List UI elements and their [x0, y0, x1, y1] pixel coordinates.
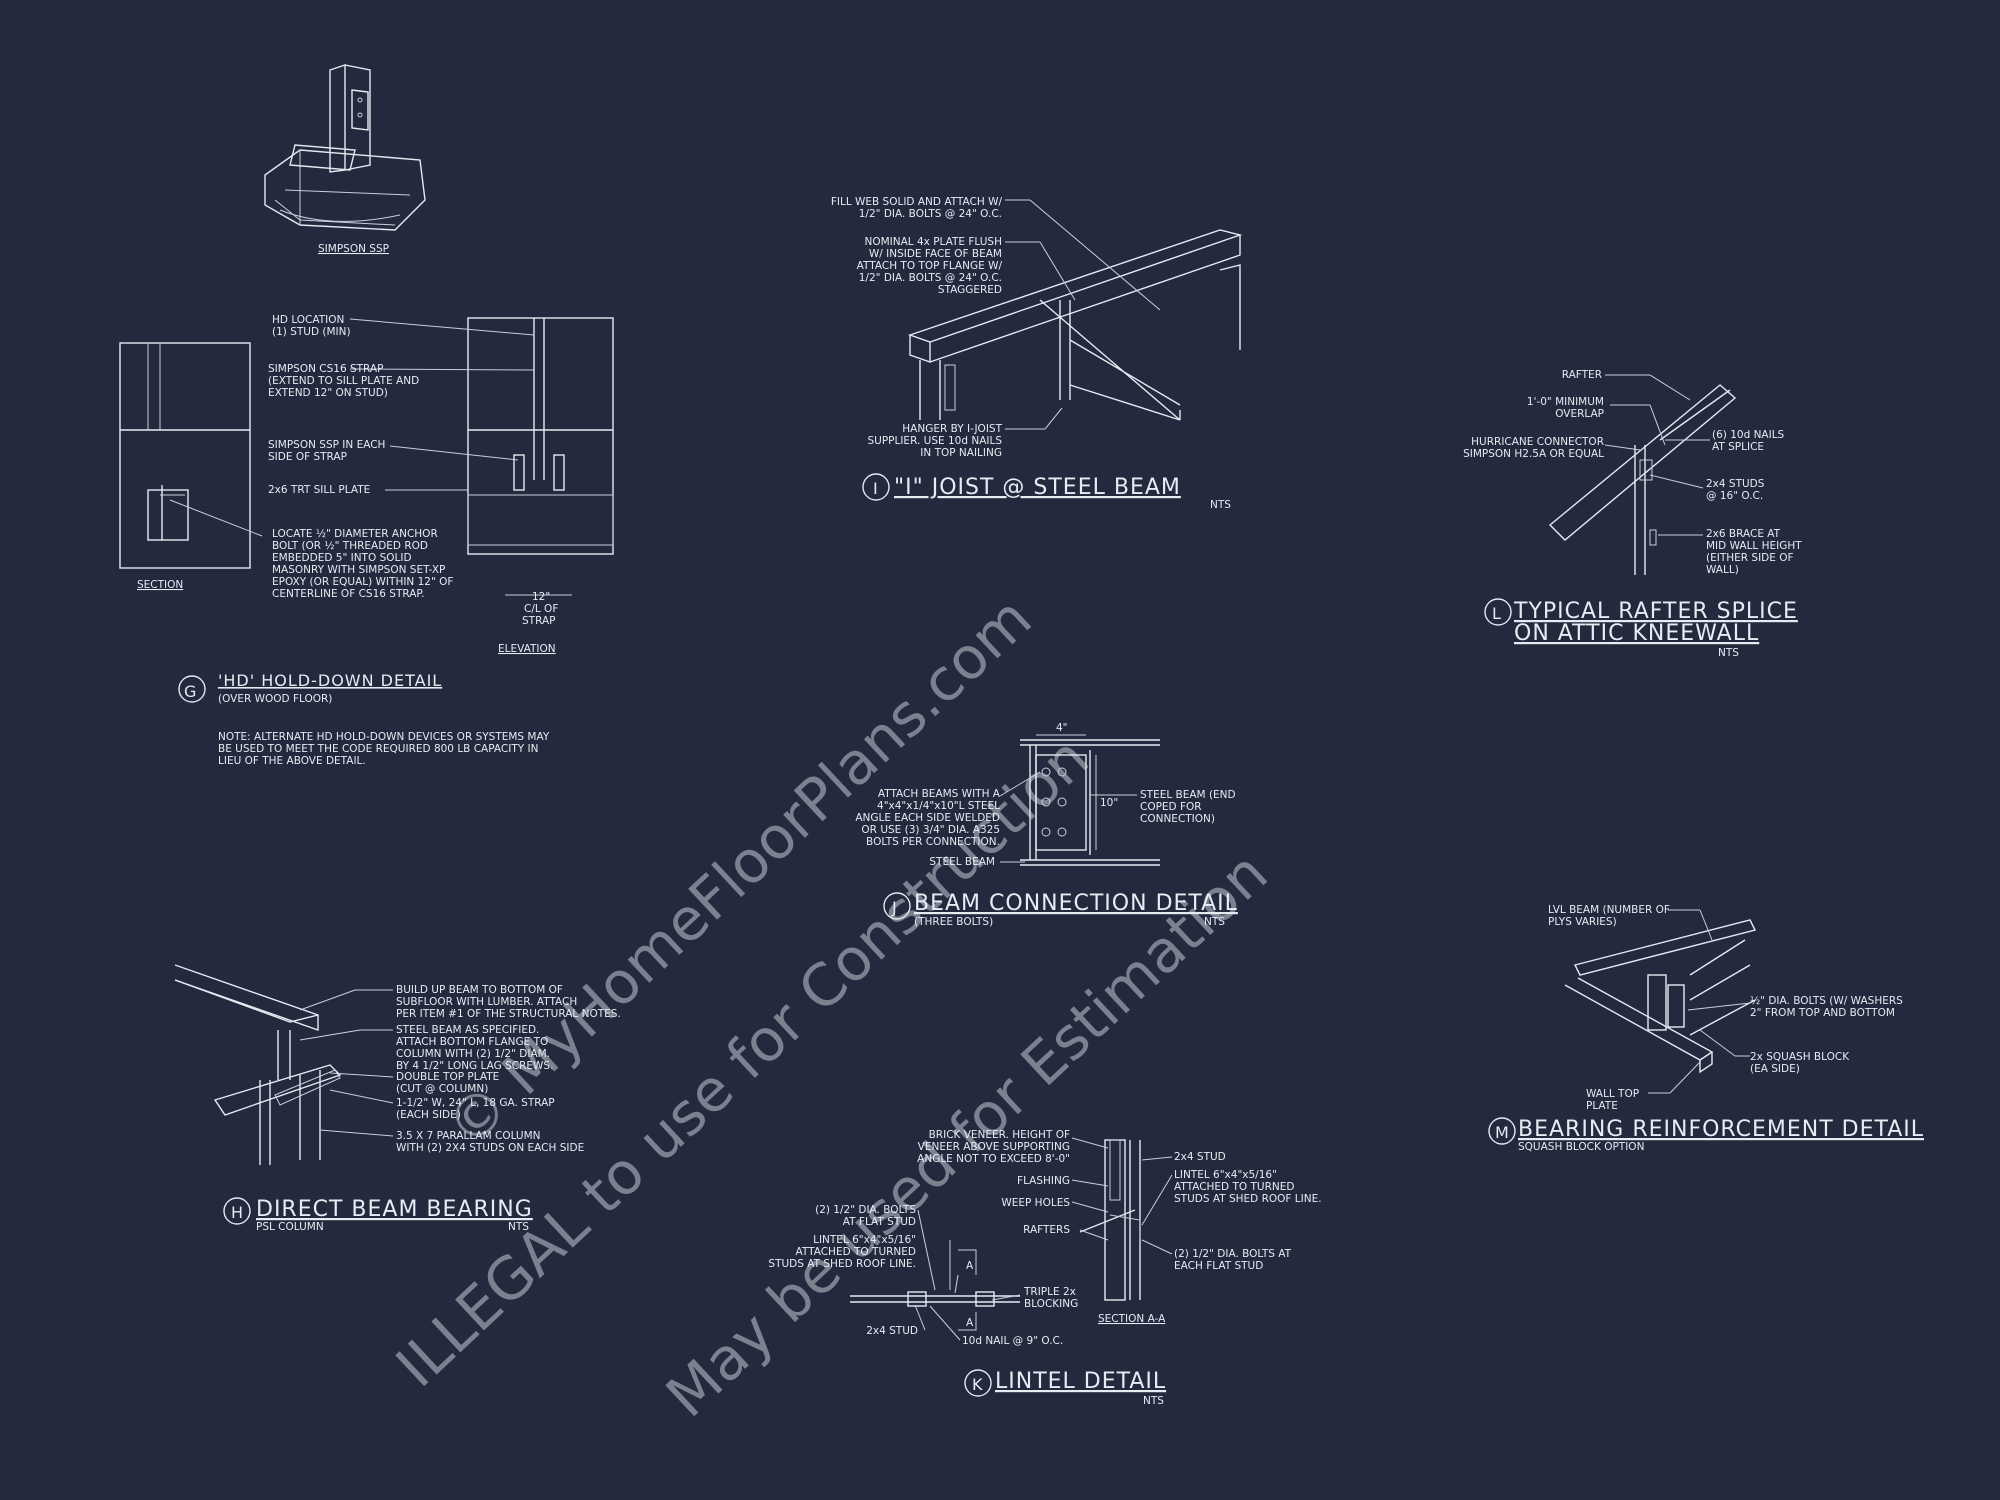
simpson-ssp-sketch: SIMPSON SSP [264, 64, 426, 255]
detail-g-dim-3: STRAP [522, 615, 555, 627]
detail-k-nts: NTS [1143, 1395, 1164, 1407]
detail-j-title: BEAM CONNECTION DETAIL [914, 891, 1238, 916]
detail-k-callout-5: 2x4 STUD [1174, 1151, 1226, 1163]
detail-k-bubble: K [972, 1375, 984, 1394]
detail-h-callout-2: STEEL BEAM AS SPECIFIED.ATTACH BOTTOM FL… [396, 1024, 553, 1072]
detail-l-nts: NTS [1718, 647, 1739, 659]
detail-j-dim-top: 4" [1056, 722, 1068, 734]
detail-j-nts: NTS [1204, 916, 1225, 928]
detail-k-callout-11: 2x4 STUD [866, 1325, 918, 1337]
detail-i-callout-1: FILL WEB SOLID AND ATTACH W/1/2" DIA. BO… [831, 196, 1003, 220]
detail-m-subtitle: SQUASH BLOCK OPTION [1518, 1141, 1644, 1153]
detail-j-bubble: J [891, 898, 898, 917]
detail-g-callout-1: HD LOCATION(1) STUD (MIN) [272, 314, 351, 338]
detail-h-title: DIRECT BEAM BEARING [256, 1197, 533, 1222]
detail-m-title: BEARING REINFORCEMENT DETAIL [1518, 1117, 1924, 1142]
detail-g-note: NOTE: ALTERNATE HD HOLD-DOWN DEVICES OR … [218, 731, 550, 767]
detail-j-callout-3: STEEL BEAM [929, 856, 995, 868]
detail-l-callout-1: RAFTER [1562, 369, 1602, 381]
detail-h-subtitle: PSL COLUMN [256, 1221, 324, 1233]
detail-l-title-2: ON ATTIC KNEEWALL [1514, 621, 1759, 646]
detail-g-bubble: G [184, 682, 197, 701]
detail-l-title-1: TYPICAL RAFTER SPLICE [1513, 599, 1798, 624]
simpson-ssp-caption: SIMPSON SSP [318, 243, 389, 255]
detail-i: FILL WEB SOLID AND ATTACH W/1/2" DIA. BO… [831, 196, 1243, 511]
detail-k-callout-2: FLASHING [1017, 1175, 1070, 1187]
detail-g-dim-2: C/L OF [524, 603, 558, 615]
detail-g-subtitle: (OVER WOOD FLOOR) [218, 693, 332, 705]
detail-g-callout-4: 2x6 TRT SILL PLATE [268, 484, 370, 496]
detail-m-bubble: M [1495, 1123, 1510, 1142]
detail-g-callout-2: SIMPSON CS16 STRAP(EXTEND TO SILL PLATE … [268, 363, 419, 399]
detail-i-title: "I" JOIST @ STEEL BEAM [894, 475, 1181, 500]
detail-g-elevation-label: ELEVATION [498, 643, 556, 655]
detail-k-section-label: SECTION A-A [1098, 1313, 1166, 1325]
detail-k-section-mark-bottom: A [966, 1317, 974, 1329]
detail-k-section-mark-top: A [966, 1260, 974, 1272]
detail-h-bubble: H [231, 1203, 244, 1222]
detail-k-callout-4: RAFTERS [1023, 1224, 1070, 1236]
detail-g-dim-1: 12" [532, 591, 550, 603]
detail-k-callout-3: WEEP HOLES [1001, 1197, 1070, 1209]
detail-h-callout-3: DOUBLE TOP PLATE(CUT @ COLUMN) [396, 1071, 499, 1095]
detail-k-title: LINTEL DETAIL [995, 1369, 1166, 1394]
detail-g-section-label: SECTION [137, 579, 183, 591]
detail-h-nts: NTS [508, 1221, 529, 1233]
detail-l-bubble: L [1492, 604, 1502, 623]
detail-i-nts: NTS [1210, 499, 1231, 511]
detail-g: SECTION 12" C/L OF STRAP ELEVATION HD LO… [119, 314, 614, 767]
detail-l-callout-5: 2x4 STUDS@ 16" O.C. [1706, 478, 1765, 502]
detail-k-callout-12: 10d NAIL @ 9" O.C. [962, 1335, 1063, 1347]
detail-i-bubble: I [873, 479, 879, 498]
detail-h-callout-4: 1-1/2" W, 24" L, 18 GA. STRAP(EACH SIDE) [396, 1097, 555, 1121]
detail-j-dim-side: 10" [1100, 797, 1118, 809]
detail-g-title: 'HD' HOLD-DOWN DETAIL [218, 671, 442, 690]
detail-m-callout-3: 2x SQUASH BLOCK(EA SIDE) [1750, 1051, 1850, 1075]
detail-j-subtitle: (THREE BOLTS) [914, 916, 993, 928]
